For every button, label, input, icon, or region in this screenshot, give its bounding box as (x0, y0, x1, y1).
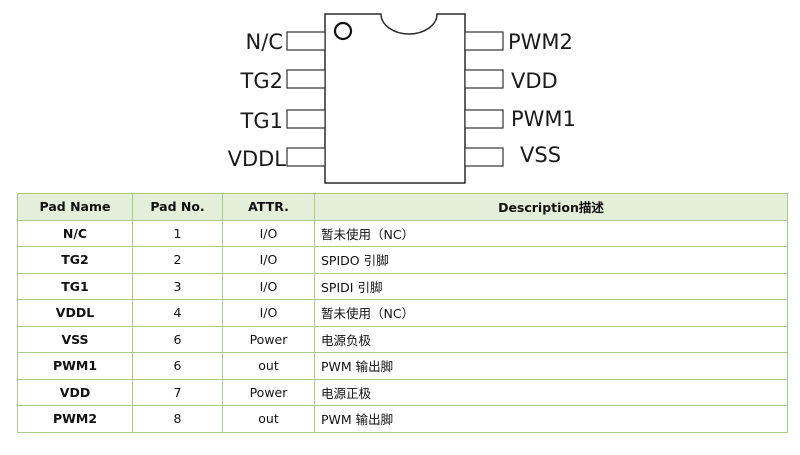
pad-name-cell: VSS (17, 325, 133, 353)
pad-name-cell: VDDL (17, 299, 133, 327)
attr-cell: I/O (222, 219, 315, 247)
table-row: TG2 2 I/O SPIDO 引脚 (17, 246, 788, 274)
description-cell: 电源正极 (314, 378, 788, 406)
attr-cell: out (222, 405, 315, 433)
attr-cell: I/O (222, 272, 315, 300)
header-pad-no: Pad No. (132, 193, 223, 221)
table-header-row: Pad Name Pad No. ATTR. Description描述 (17, 193, 788, 221)
pin1-indicator-dot (333, 21, 353, 41)
pin-label-vss: VSS (520, 143, 561, 167)
chip-pinout-diagram: N/C TG2 TG1 VDDL PWM2 VDD PWM1 VSS (228, 13, 576, 184)
attr-cell: out (222, 352, 315, 380)
description-cell: SPIDO 引脚 (314, 246, 788, 274)
pin-lead (286, 31, 326, 51)
pin-lead (464, 69, 504, 89)
description-cell: PWM 输出脚 (314, 405, 788, 433)
header-pad-name: Pad Name (17, 193, 133, 221)
description-cell: SPIDI 引脚 (314, 272, 788, 300)
description-cell: 暂未使用（NC） (314, 219, 788, 247)
pad-no-cell: 8 (132, 405, 223, 433)
table-row: PWM2 8 out PWM 输出脚 (17, 405, 788, 433)
pad-name-cell: TG2 (17, 246, 133, 274)
pad-table: Pad Name Pad No. ATTR. Description描述 N/C… (17, 193, 788, 433)
pad-no-cell: 6 (132, 325, 223, 353)
pin-label-vdd: VDD (511, 69, 558, 93)
pin-lead (286, 147, 326, 167)
pad-name-cell: N/C (17, 219, 133, 247)
chip-body (324, 13, 466, 184)
attr-cell: Power (222, 378, 315, 406)
description-cell: 暂未使用（NC） (314, 299, 788, 327)
pad-name-cell: VDD (17, 378, 133, 406)
header-description: Description描述 (314, 193, 788, 221)
pad-name-cell: PWM1 (17, 352, 133, 380)
pin-lead (464, 31, 504, 51)
pin-label-pwm1: PWM1 (511, 107, 576, 131)
table-row: PWM1 6 out PWM 输出脚 (17, 352, 788, 380)
attr-cell: I/O (222, 246, 315, 274)
table-row: VSS 6 Power 电源负极 (17, 325, 788, 353)
description-cell: 电源负极 (314, 325, 788, 353)
pin-lead (464, 109, 504, 129)
pad-no-cell: 2 (132, 246, 223, 274)
pad-name-cell: PWM2 (17, 405, 133, 433)
pin-label-tg1: TG1 (240, 109, 283, 133)
pad-no-cell: 1 (132, 219, 223, 247)
pad-no-cell: 4 (132, 299, 223, 327)
table-row: VDDL 4 I/O 暂未使用（NC） (17, 299, 788, 327)
description-cell: PWM 输出脚 (314, 352, 788, 380)
pin-label-vddl: VDDL (228, 147, 287, 171)
pin-label-nc: N/C (246, 30, 283, 54)
pin-lead (464, 147, 504, 167)
pad-name-cell: TG1 (17, 272, 133, 300)
table-row: N/C 1 I/O 暂未使用（NC） (17, 219, 788, 247)
header-attr: ATTR. (222, 193, 315, 221)
pad-no-cell: 7 (132, 378, 223, 406)
pin-label-tg2: TG2 (240, 69, 283, 93)
pin-lead (286, 109, 326, 129)
pad-no-cell: 6 (132, 352, 223, 380)
attr-cell: Power (222, 325, 315, 353)
pad-no-cell: 3 (132, 272, 223, 300)
pin-label-pwm2: PWM2 (508, 30, 573, 54)
attr-cell: I/O (222, 299, 315, 327)
pin-lead (286, 69, 326, 89)
table-row: TG1 3 I/O SPIDI 引脚 (17, 272, 788, 300)
table-row: VDD 7 Power 电源正极 (17, 378, 788, 406)
